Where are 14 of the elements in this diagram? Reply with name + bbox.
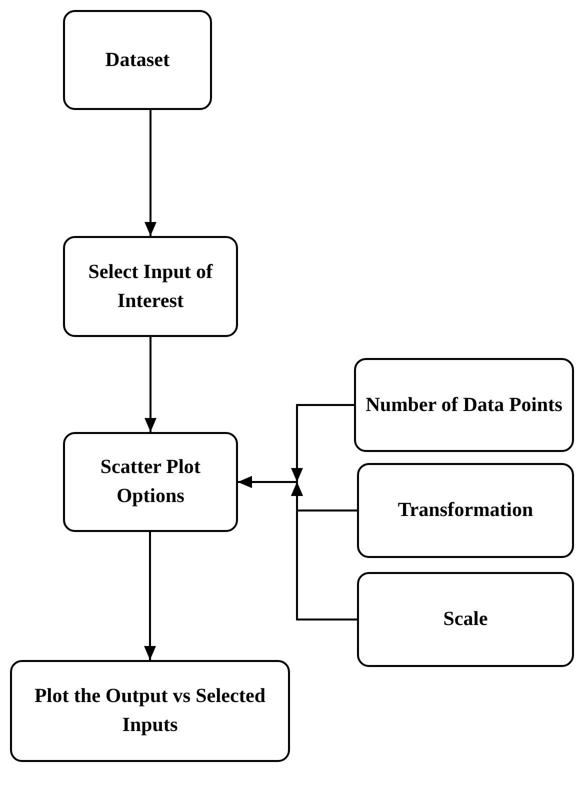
box-label: Dataset [105, 48, 170, 72]
process-box [357, 572, 574, 667]
process-box [63, 432, 238, 532]
box-label: Scatter Plot Options [99, 455, 202, 509]
process-box [10, 660, 290, 762]
process-box [63, 236, 238, 337]
box-label: Plot the Output vs Selected Inputs [33, 684, 267, 738]
process-box [63, 10, 212, 110]
box-label: Transformation [398, 498, 534, 523]
box-label: Number of Data Points [366, 392, 562, 418]
process-box [354, 358, 574, 452]
box-label: Select Input of Interest [87, 260, 214, 314]
process-box [357, 463, 574, 558]
box-label: Scale [443, 607, 488, 632]
